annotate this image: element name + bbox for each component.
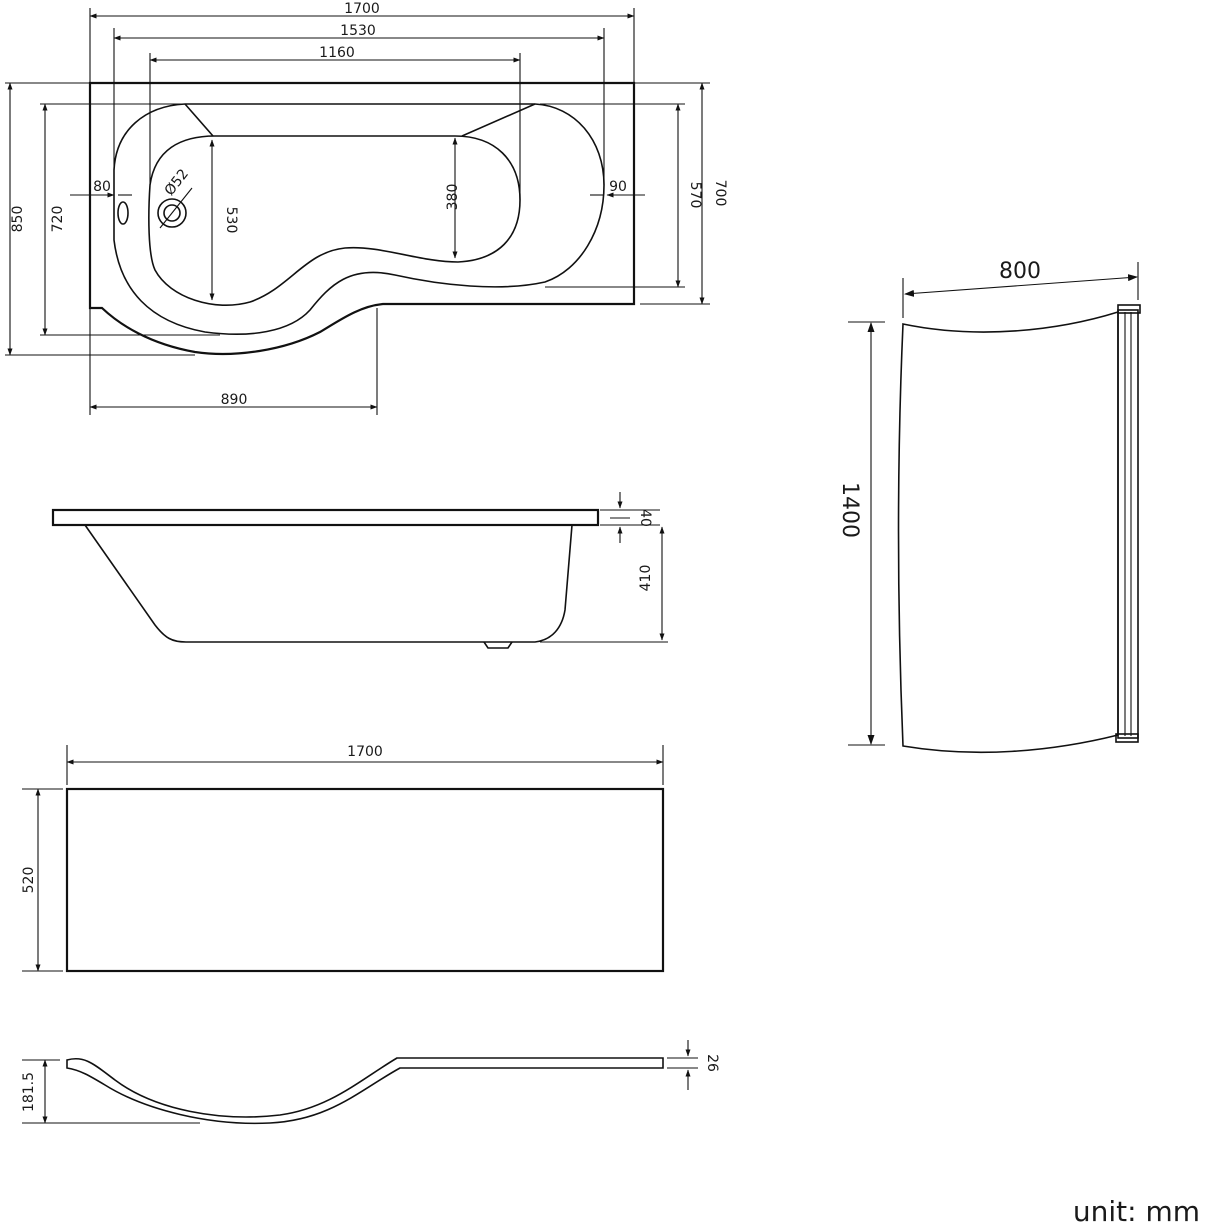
- dim-26-label: 26: [704, 1054, 720, 1072]
- dim-570-label: 570: [687, 182, 703, 209]
- dim-380-label: 380: [445, 184, 461, 211]
- dim-890-label: 890: [221, 392, 248, 408]
- dim-panel-1700-label: 1700: [347, 744, 383, 760]
- top-view-corner-left: [184, 103, 214, 137]
- screen-hinge-profile: [1117, 309, 1139, 739]
- dim-1530-label: 1530: [340, 23, 376, 39]
- dim-1700-top-label: 1700: [344, 1, 380, 17]
- top-view-bath-floor: [148, 135, 521, 306]
- dim-screen-1400-label: 1400: [837, 482, 862, 538]
- dim-700-label: 700: [712, 180, 728, 207]
- dim-850-label: 850: [10, 206, 26, 233]
- dim-530-label: 530: [223, 207, 239, 234]
- dim-181-5-label: 181.5: [21, 1072, 37, 1112]
- dim-screen-800: [904, 274, 1138, 297]
- dim-panel-520-label: 520: [21, 867, 37, 894]
- waste-outer: [157, 198, 187, 228]
- front-panel-rect: [65, 787, 665, 973]
- panel-profile-shape: [66, 1057, 664, 1125]
- dim-720-label: 720: [50, 206, 66, 233]
- panel-profile: 181.5 26: [21, 1040, 720, 1125]
- side-view-rim: [51, 508, 600, 527]
- dim-screen-800-label: 800: [999, 259, 1041, 284]
- waste-inner: [163, 204, 181, 222]
- shower-screen: 800 1400: [837, 259, 1141, 754]
- dim-40-label: 40: [637, 509, 653, 527]
- dim-1160-label: 1160: [319, 45, 355, 61]
- front-panel: 1700 520: [21, 744, 665, 973]
- dim-410-label: 410: [638, 565, 654, 592]
- top-view: 1700 1530 1160 890 850 720 700 570 530 3…: [5, 1, 728, 415]
- side-view-body: [84, 524, 573, 643]
- side-view-waste: [483, 641, 513, 649]
- top-view-corner-right: [461, 103, 536, 137]
- overflow-hole: [117, 201, 129, 225]
- dim-80-label: 80: [93, 179, 111, 195]
- top-view-basin: [113, 103, 605, 335]
- side-view: 40 410: [51, 492, 668, 649]
- top-view-outline: [88, 81, 636, 356]
- screen-glass: [897, 310, 1119, 754]
- dim-90-label: 90: [609, 179, 627, 195]
- unit-label: unit: mm: [1073, 1195, 1200, 1226]
